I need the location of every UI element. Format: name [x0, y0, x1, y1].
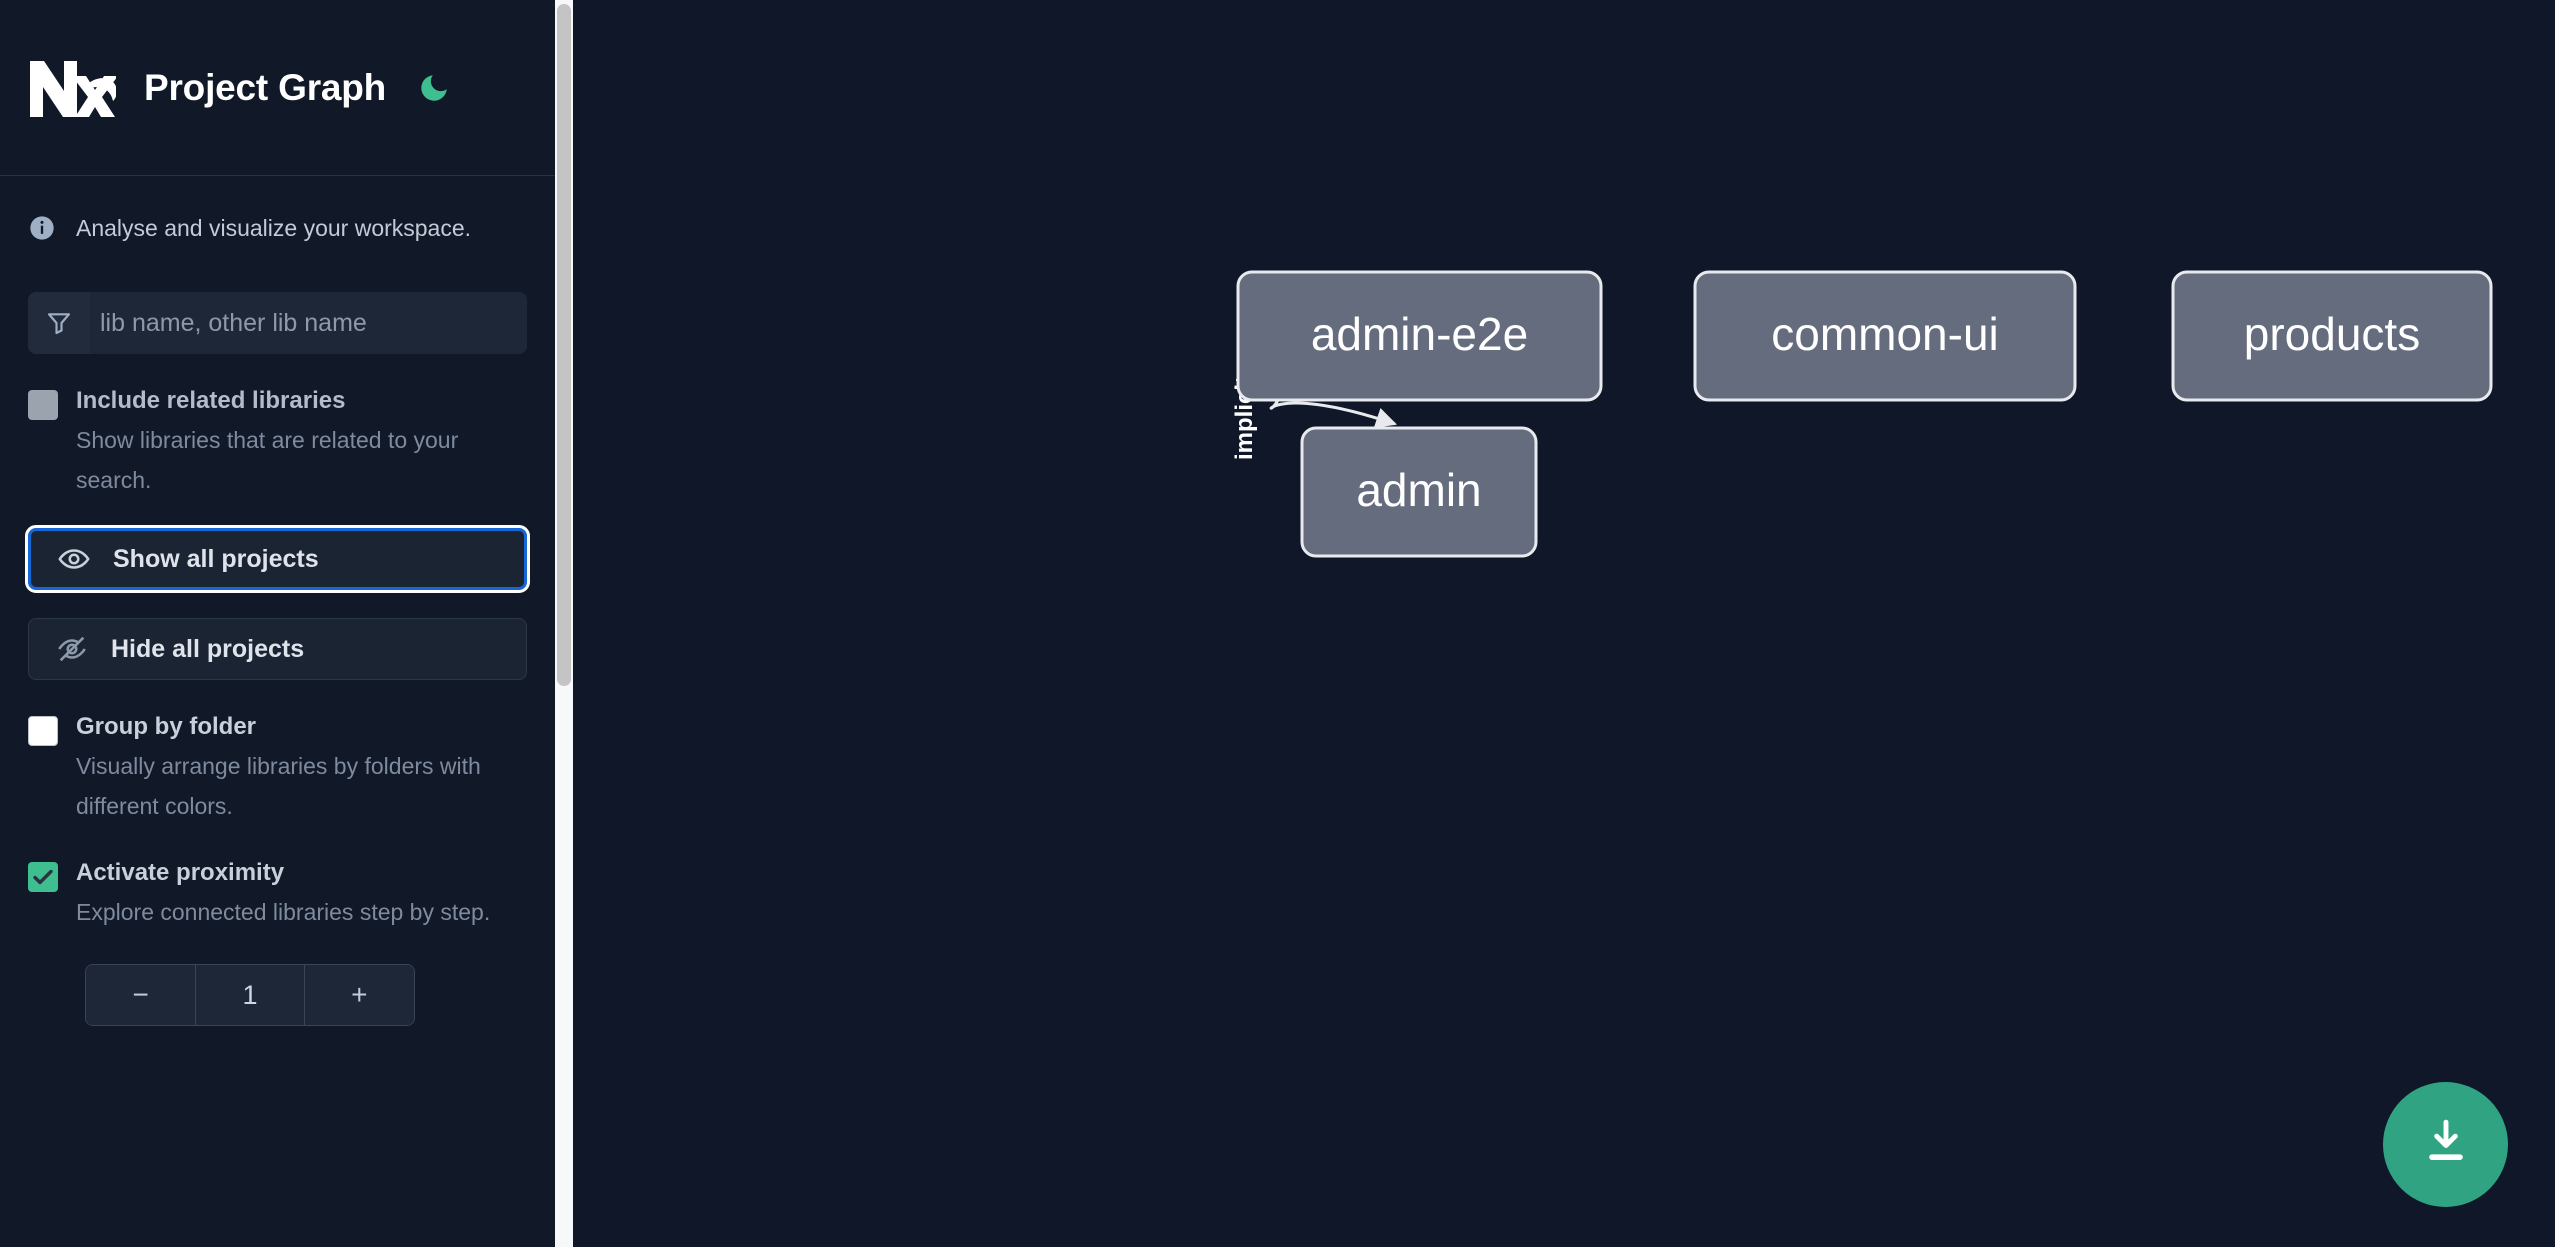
proximity-increment-button[interactable]: + — [304, 965, 414, 1025]
option-include-related-libraries[interactable]: Include related libraries Show libraries… — [0, 386, 555, 500]
eye-icon — [57, 542, 91, 576]
search-input[interactable] — [90, 292, 527, 354]
group-by-folder-checkbox[interactable] — [28, 716, 58, 746]
graph-node-label: admin-e2e — [1311, 308, 1528, 360]
proximity-stepper[interactable]: − 1 + — [85, 964, 415, 1026]
proximity-value[interactable]: 1 — [195, 965, 305, 1025]
graph-node[interactable]: products — [2171, 270, 2493, 402]
graph-node-label: common-ui — [1771, 308, 1999, 360]
eye-slash-icon — [55, 632, 89, 666]
spacer — [0, 590, 555, 618]
proximity-decrement-button[interactable]: − — [86, 965, 196, 1025]
search-box[interactable] — [28, 292, 527, 354]
graph-edge — [1269, 399, 1397, 428]
include-related-libraries-checkbox[interactable] — [28, 390, 58, 420]
graph-node[interactable]: common-ui — [1693, 270, 2077, 402]
show-all-projects-button[interactable]: Show all projects — [25, 525, 530, 593]
activate-proximity-label: Activate proximity — [76, 859, 285, 886]
nx-logo-icon — [28, 57, 116, 119]
project-graph-svg[interactable]: implicitimplicit admin-e2ecommon-uiprodu… — [573, 0, 2555, 1247]
graph-node-label: admin — [1356, 464, 1481, 516]
download-icon — [2418, 1114, 2474, 1175]
group-by-folder-label: Group by folder — [76, 713, 256, 740]
option-activate-proximity[interactable]: Activate proximity Explore connected lib… — [0, 858, 555, 932]
include-related-libraries-label: Include related libraries — [76, 387, 346, 414]
info-circle-icon — [28, 214, 56, 242]
graph-node[interactable]: admin-e2e — [1236, 270, 1603, 402]
graph-node-box[interactable] — [1693, 270, 2077, 402]
group-by-folder-description: Visually arrange libraries by folders wi… — [76, 753, 481, 819]
moon-icon[interactable] — [414, 68, 454, 108]
graph-node-label: products — [2244, 308, 2420, 360]
spacer — [0, 500, 555, 528]
option-group-by-folder[interactable]: Group by folder Visually arrange librari… — [0, 712, 555, 826]
download-graph-button[interactable] — [2383, 1082, 2508, 1207]
graph-node[interactable]: admin — [1300, 426, 1538, 558]
graph-node-box[interactable] — [1236, 270, 1603, 402]
hide-all-projects-label: Hide all projects — [111, 634, 305, 663]
include-related-libraries-description: Show libraries that are related to your … — [76, 427, 459, 493]
graph-node-box[interactable] — [2171, 270, 2493, 402]
activate-proximity-checkbox[interactable] — [28, 862, 58, 892]
sidebar-scrollbar-thumb[interactable] — [557, 4, 571, 686]
show-all-projects-label: Show all projects — [113, 544, 319, 573]
workspace-info: Analyse and visualize your workspace. — [0, 176, 555, 280]
graph-canvas[interactable]: implicitimplicit admin-e2ecommon-uiprodu… — [573, 0, 2555, 1247]
graph-nodes[interactable]: admin-e2ecommon-uiproductsstore-e2eadmin… — [1236, 270, 2555, 558]
hide-all-projects-button[interactable]: Hide all projects — [28, 618, 527, 680]
sidebar: Project Graph Analyse and visualize your… — [0, 0, 555, 1247]
minus-icon: − — [132, 979, 149, 1010]
page-title: Project Graph — [144, 66, 387, 108]
sidebar-header: Project Graph — [0, 0, 555, 176]
activate-proximity-description: Explore connected libraries step by step… — [76, 899, 491, 925]
sidebar-scrollbar[interactable] — [555, 0, 573, 1247]
workspace-info-text: Analyse and visualize your workspace. — [76, 214, 472, 241]
graph-node-box[interactable] — [1300, 426, 1538, 558]
plus-icon: + — [351, 979, 368, 1010]
filter-funnel-icon — [28, 292, 90, 354]
